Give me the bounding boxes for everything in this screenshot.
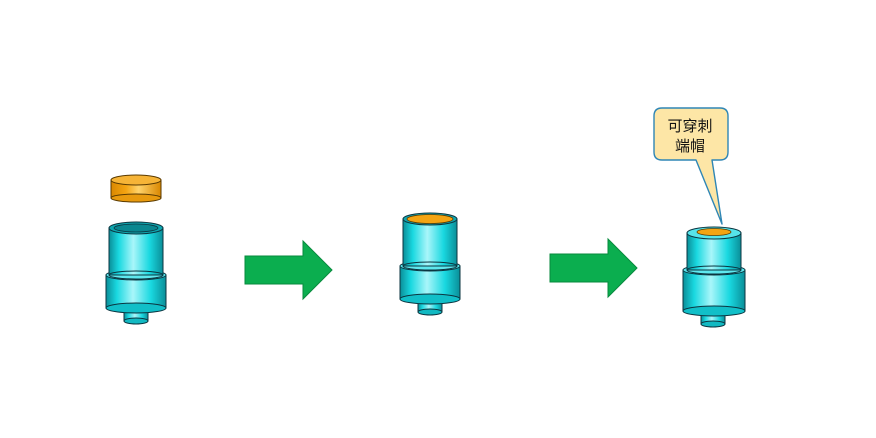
adapter-body-icon <box>105 221 167 325</box>
inserted-cap-icon <box>406 214 454 224</box>
callout-line-1: 可穿刺 <box>667 117 713 135</box>
arrow-right-icon <box>244 239 333 301</box>
callout-line-2: 端帽 <box>674 137 705 155</box>
callout-bubble <box>653 107 729 225</box>
pierceable-cap-icon <box>110 174 162 203</box>
callout-label: 可穿刺 端帽 <box>656 116 724 156</box>
arrow-right-icon <box>549 237 638 299</box>
step-3-assembled <box>682 226 746 328</box>
assembled-cap-icon <box>696 228 732 236</box>
step-1-separate <box>105 174 167 325</box>
step-2-inserted <box>399 212 461 316</box>
